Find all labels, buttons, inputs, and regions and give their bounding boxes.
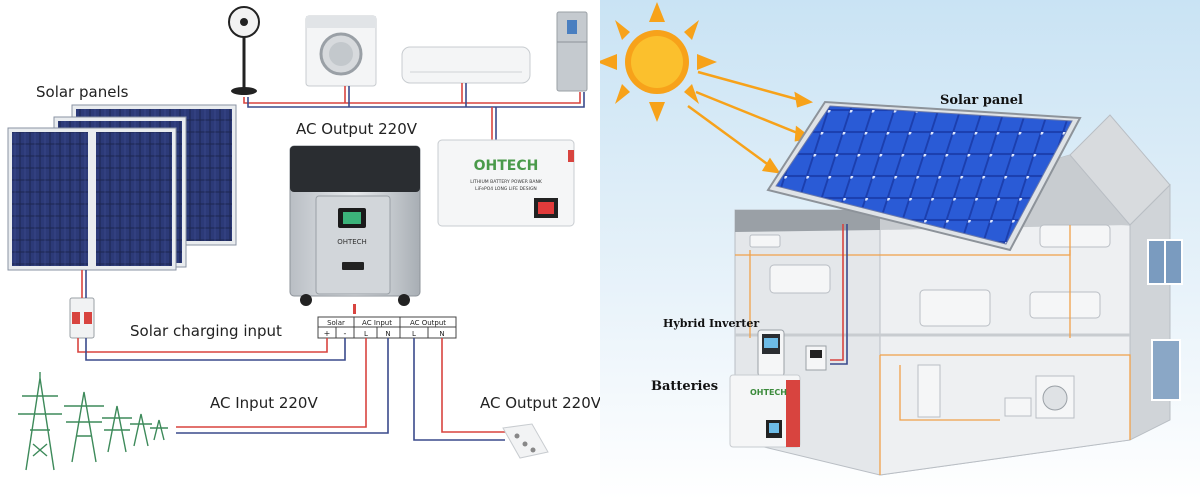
house-illustration-svg: OHTECH Solar panel Hybrid Inverter Batte… [597,0,1200,500]
fan-icon [228,6,260,95]
hybrid-inverter-label: Hybrid Inverter [663,317,759,330]
battery-line1-text: LITHIUM BATTERY POWER BANK [470,179,543,185]
hybrid-inverter-image [757,329,785,377]
terminal-ac-input-label: AC Input [362,319,392,327]
terminal-minus: - [344,329,347,338]
power-grid-towers-icon [18,372,168,471]
energy-storage-cabinet: OHTECH [289,145,421,306]
terminal-l2: L [412,330,416,338]
ac-output-bottom-label: AC Output 220V [480,394,600,412]
electric-meter-icon [805,345,827,371]
ac-input-wires [176,338,389,434]
solar-panels-label: Solar panels [36,83,129,101]
ac-input-label: AC Input 220V [210,394,318,412]
wall-battery-image: OHTECH LITHIUM BATTERY POWER BANK LiFePO… [437,139,575,227]
ac-output-bus-wires [243,83,585,140]
wiring-diagram-panel: Solar panels AC Output 220V OHTECH OHTEC… [0,0,602,500]
washing-machine-icon [305,15,377,87]
cabinet-brand-text: OHTECH [337,238,367,246]
ac-output-wires [413,338,505,441]
terminal-marker [353,304,356,314]
solar-panels-image [7,104,237,271]
dc-breaker-icon [69,297,95,339]
terminal-n1: N [385,330,390,338]
terminal-l1: L [364,330,368,338]
sun-icon [597,2,717,122]
rooftop-solar-panel [766,100,1082,252]
battery-brand-text: OHTECH [474,158,539,174]
batteries-brand-text: OHTECH [750,388,787,397]
solar-panel-label: Solar panel [940,93,1023,108]
house-illustration-panel: OHTECH Solar panel Hybrid Inverter Batte… [597,0,1200,500]
solar-charging-input-label: Solar charging input [130,322,282,340]
terminal-block: Solar AC Input AC Output + - L N L N [317,316,457,339]
wall-batteries-image: OHTECH [729,374,801,448]
wiring-diagram-svg: Solar panels AC Output 220V OHTECH OHTEC… [7,6,602,471]
battery-line2-text: LiFePO4 LONG LIFE DESIGN [475,186,537,192]
refrigerator-icon [556,11,588,92]
terminal-plus: + [324,329,331,338]
batteries-label: Batteries [651,379,718,394]
ac-output-top-label: AC Output 220V [296,120,418,138]
solar-input-wires [77,270,346,361]
air-conditioner-icon [401,46,531,84]
terminal-ac-output-label: AC Output [410,319,446,327]
power-strip-icon [502,423,549,459]
terminal-solar-label: Solar [327,319,345,327]
panel-to-inverter-cable [830,224,848,365]
house-wiring [735,225,1131,475]
terminal-n2: N [439,330,444,338]
